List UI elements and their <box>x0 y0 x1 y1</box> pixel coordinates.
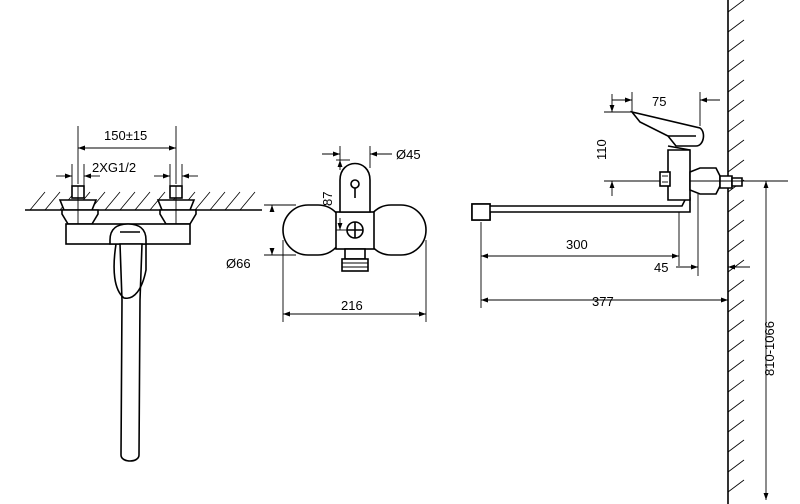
side-body <box>667 149 691 201</box>
dim-body-height-label: 87 <box>320 192 335 206</box>
front-spout <box>119 243 143 462</box>
dim-body-width-label: 216 <box>341 298 363 313</box>
side-spout <box>471 197 691 221</box>
dim-handle-diameter-label: Ø45 <box>396 147 421 162</box>
dim-pipe-spacing: 150±15 <box>77 126 177 184</box>
dim-body-diameter-label: Ø66 <box>226 256 251 271</box>
dim-body-width: 216 <box>282 240 427 322</box>
front-view: 150±15 2XG1/2 <box>25 126 262 462</box>
front-right-connector <box>156 185 197 225</box>
top-right-disc <box>365 204 427 256</box>
dim-total-reach-label: 377 <box>592 294 614 309</box>
dim-body-height: 87 <box>320 159 350 231</box>
dim-pipe-spacing-label: 150±15 <box>104 128 147 143</box>
dim-wall-offset-label: 45 <box>654 260 668 275</box>
side-view: 75 110 300 45 377 <box>471 0 788 504</box>
side-wall <box>727 0 745 504</box>
dim-thread-label: 2XG1/2 <box>92 160 136 175</box>
dim-handle-height-label: 110 <box>594 139 609 160</box>
front-left-connector <box>58 185 99 225</box>
dim-handle-diameter: Ø45 <box>322 146 421 168</box>
dim-wall-offset: 45 <box>654 194 750 276</box>
dim-thread: 2XG1/2 <box>56 160 198 186</box>
dim-handle-reach: 75 <box>612 92 720 126</box>
side-lever <box>629 110 705 147</box>
dim-handle-reach-label: 75 <box>652 94 666 109</box>
dim-body-diameter: Ø66 <box>226 204 296 271</box>
dim-mounting-height-label: 810-1066 <box>762 321 777 376</box>
top-outlet <box>344 248 366 260</box>
top-view: Ø45 87 Ø66 216 <box>226 146 427 322</box>
front-lever <box>109 223 147 245</box>
dim-mounting-height: 810-1066 <box>742 180 788 500</box>
dim-spout-length: 300 <box>480 212 680 266</box>
dim-handle-height: 110 <box>594 94 660 196</box>
dim-spout-length-label: 300 <box>566 237 588 252</box>
top-left-disc <box>282 204 344 256</box>
dim-total-reach: 377 <box>480 266 728 309</box>
